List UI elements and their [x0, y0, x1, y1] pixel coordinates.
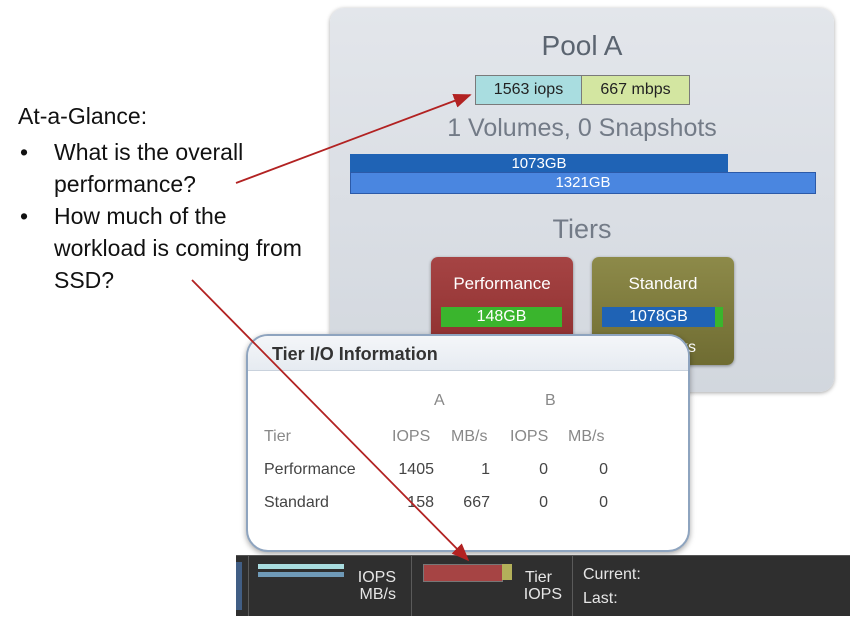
- column-header: Tier: [264, 428, 291, 445]
- row-tier: Standard: [264, 494, 329, 511]
- iops-sparkline: [258, 564, 344, 569]
- status-divider: [411, 556, 412, 616]
- column-header: MB/s: [568, 428, 605, 445]
- performance-status-bar: IOPS MB/s Tier IOPS Current: Last:: [236, 555, 850, 616]
- popup-title: Tier I/O Information: [272, 344, 438, 364]
- status-edge-marker: [236, 562, 242, 610]
- status-mbs-label: MB/s: [359, 586, 396, 603]
- pool-iops-badge: 1563 iops: [475, 75, 582, 105]
- row-tier: Performance: [264, 461, 356, 478]
- status-divider: [572, 556, 573, 616]
- mbs-sparkline: [258, 572, 344, 577]
- status-current-label: Current:: [583, 566, 641, 583]
- pool-summary: 1 Volumes, 0 Snapshots: [447, 114, 717, 142]
- tier-io-table: A B Tier IOPS MB/s IOPS MB/s Performance…: [248, 336, 688, 550]
- tiers-heading: Tiers: [552, 214, 612, 244]
- pool-panel[interactable]: Pool A 1563 iops 667 mbps 1 Volumes, 0 S…: [330, 8, 834, 392]
- group-header-a: A: [434, 392, 445, 409]
- status-iops-label: IOPS: [357, 569, 396, 586]
- tier-capacity-bar: 1078GB: [602, 307, 723, 327]
- question-text: How much of the workload is coming from …: [54, 203, 302, 293]
- column-header: MB/s: [451, 428, 488, 445]
- capacity-used-bar: 1073GB: [350, 154, 728, 174]
- tier-capacity-bar: 148GB: [441, 307, 562, 327]
- column-header: IOPS: [510, 428, 549, 445]
- tier-name: Performance: [453, 274, 551, 293]
- row-a-mbs: 667: [463, 494, 490, 511]
- row-b-iops: 0: [539, 461, 548, 478]
- status-tier-label: Tier: [525, 569, 552, 586]
- row-b-iops: 0: [539, 494, 548, 511]
- pool-mbps-badge: 667 mbps: [581, 75, 690, 105]
- callout-title: At-a-Glance:: [18, 103, 148, 129]
- row-b-mbs: 0: [599, 461, 608, 478]
- tier-io-popup: Tier I/O Information A B Tier IOPS MB/s …: [246, 334, 690, 552]
- row-b-mbs: 0: [599, 494, 608, 511]
- pool-title: Pool A: [541, 30, 623, 61]
- tier-name: Standard: [628, 274, 698, 293]
- row-a-iops: 158: [407, 494, 434, 511]
- group-header-b: B: [545, 392, 556, 409]
- arrow-to-pool-metrics: [235, 93, 472, 184]
- arrow-to-tier-bar: [191, 279, 470, 562]
- question-text: What is the overall performance?: [54, 139, 244, 197]
- status-last-label: Last:: [583, 590, 618, 607]
- status-divider: [248, 556, 249, 616]
- bullet: •: [20, 203, 29, 229]
- row-a-iops: 1405: [398, 461, 434, 478]
- capacity-total-bar: 1321GB: [350, 172, 816, 194]
- bullet: •: [20, 139, 29, 165]
- popup-header: Tier I/O Information: [248, 336, 688, 371]
- row-a-mbs: 1: [481, 461, 490, 478]
- status-tier-iops-label: IOPS: [523, 586, 562, 603]
- tier-iops-bar-secondary: [502, 564, 512, 580]
- column-header: IOPS: [392, 428, 431, 445]
